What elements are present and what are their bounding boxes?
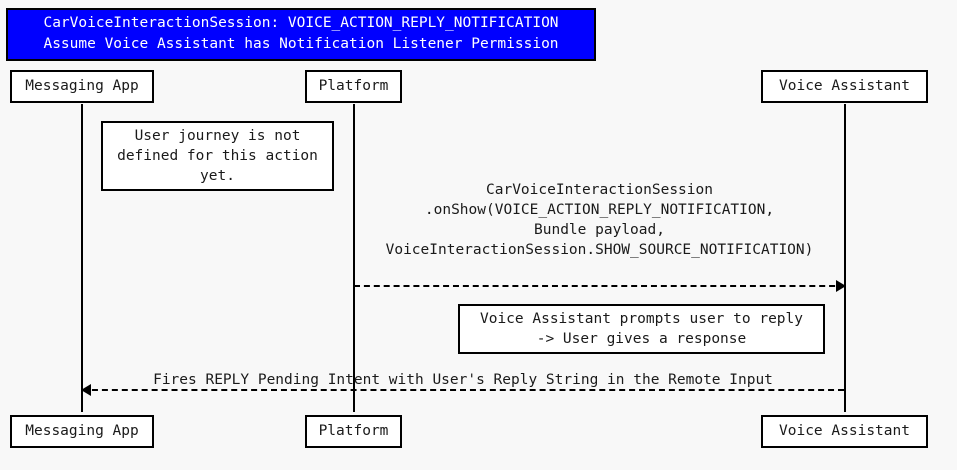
message-label-fires-reply: Fires REPLY Pending Intent with User's R… [82, 370, 844, 390]
message-label-onshow-line-1: CarVoiceInteractionSession [486, 182, 713, 198]
note-user-journey-line-2: defined for this action [117, 148, 318, 164]
message-arrow-onshow [354, 280, 846, 292]
message-arrow-fires-reply-shaft [82, 389, 844, 391]
participant-platform-top[interactable]: Platform [305, 70, 402, 103]
lifeline-voice-assistant [844, 104, 846, 412]
message-arrow-fires-reply [81, 384, 844, 396]
message-label-fires-reply-line-1: Fires REPLY Pending Intent with User's R… [153, 372, 773, 388]
note-assistant-prompt-line-2: -> User gives a response [536, 331, 747, 347]
participant-messaging-app-top[interactable]: Messaging App [10, 70, 154, 103]
arrowhead-right-icon [836, 280, 846, 292]
diagram-title-line-2: Assume Voice Assistant has Notification … [43, 36, 559, 52]
participant-voice-assistant-bottom[interactable]: Voice Assistant [761, 415, 928, 448]
note-assistant-prompt: Voice Assistant prompts user to reply ->… [458, 304, 825, 354]
participant-platform-bottom[interactable]: Platform [305, 415, 402, 448]
message-label-onshow-line-3: Bundle payload, [534, 222, 665, 238]
diagram-title-line-1: CarVoiceInteractionSession: VOICE_ACTION… [43, 15, 559, 31]
message-label-onshow-line-4: VoiceInteractionSession.SHOW_SOURCE_NOTI… [385, 242, 814, 258]
participant-messaging-app-bottom[interactable]: Messaging App [10, 415, 154, 448]
lifeline-messaging-app [81, 104, 83, 412]
message-arrow-onshow-shaft [354, 285, 845, 287]
note-user-journey-line-3: yet. [200, 168, 235, 184]
lifeline-platform [353, 104, 355, 412]
participant-voice-assistant-top[interactable]: Voice Assistant [761, 70, 928, 103]
message-label-onshow-line-2: .onShow(VOICE_ACTION_REPLY_NOTIFICATION, [424, 202, 775, 218]
note-assistant-prompt-line-1: Voice Assistant prompts user to reply [479, 311, 803, 327]
arrowhead-left-icon [81, 384, 91, 396]
note-user-journey: User journey is not defined for this act… [101, 121, 334, 191]
diagram-title-banner: CarVoiceInteractionSession: VOICE_ACTION… [6, 8, 596, 61]
note-user-journey-line-1: User journey is not [134, 128, 301, 144]
message-label-onshow: CarVoiceInteractionSession .onShow(VOICE… [354, 180, 845, 260]
